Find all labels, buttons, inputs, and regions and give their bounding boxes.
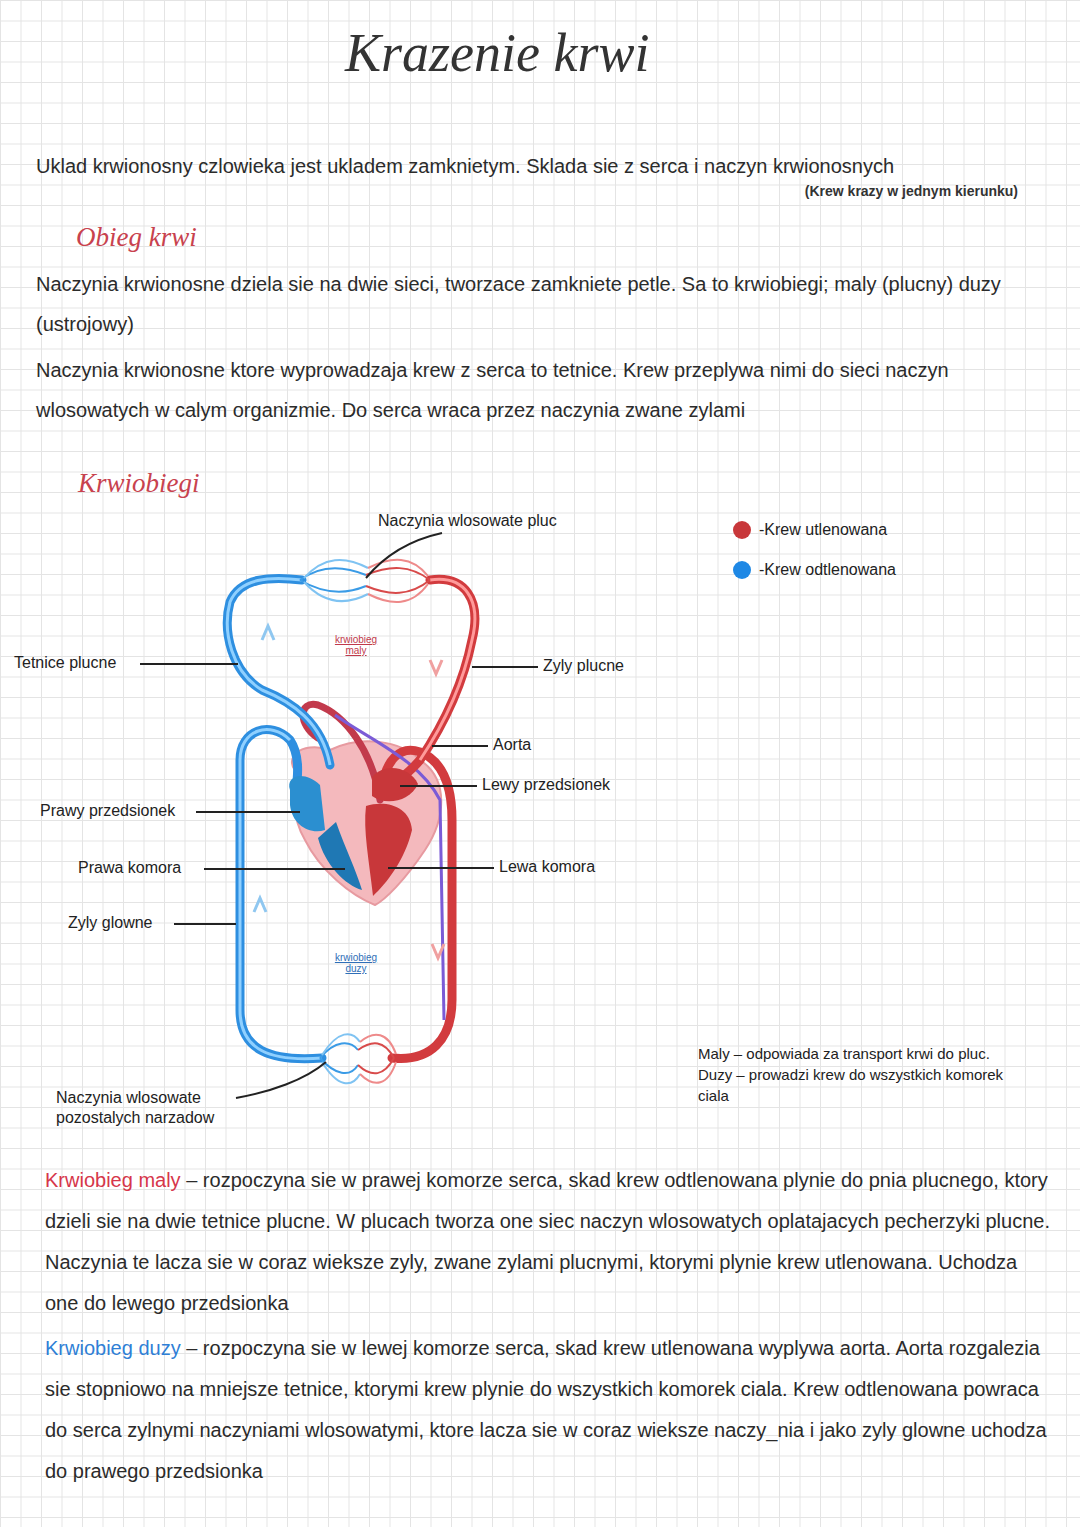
capillary [366,568,430,580]
capillary [358,1058,394,1073]
capillary [368,584,428,602]
legend-label: -Krew utlenowana [759,521,887,539]
capillary [300,580,366,592]
legend-swatch [733,521,751,539]
capillary [304,582,368,601]
right-atrium [289,776,325,831]
part-label: Lewy przedsionek [482,776,610,794]
capillary [322,1062,360,1083]
part-label: Zyly glowne [68,914,152,932]
part-label: Naczynia wlosowate pluc [378,512,557,530]
flow-arrow [262,626,274,640]
intro-text: Uklad krwionosny czlowieka jest ukladem … [36,146,1056,186]
part-label: Tetnice plucne [14,654,116,672]
part-label: Naczynia wlosowate pozostalych narzadow [56,1088,276,1128]
legend-entry: -Krew utlenowana [733,521,887,539]
note-text: Maly – odpowiada za transport krwi do pl… [698,1043,1028,1064]
loop-label: krwiobieg maly [326,634,386,656]
flow-arrow [432,944,444,958]
capillary [322,1034,360,1055]
page-title: Krazenie krwi [345,22,650,84]
note-text: Duzy – prowadzi krew do wszystkich komor… [698,1064,1028,1106]
loop-label: krwiobieg duzy [326,952,386,974]
legend-swatch [733,561,751,579]
pulmonary-vein [395,579,475,784]
pulmonary-artery-inner [227,578,330,765]
leader-line [366,533,442,578]
term-heading: Krwiobieg maly [45,1169,181,1191]
capillary [358,1043,394,1058]
leader-line [388,867,494,869]
capillary [304,560,368,578]
pulmonary-vein-inner [420,579,475,760]
leader-line [236,1062,326,1098]
leader-line [196,811,300,813]
body-text: Naczynia krwionosne ktore wyprowadzaja k… [36,350,1046,430]
term-heading: Krwiobieg duzy [45,1337,181,1359]
flow-arrow [430,660,442,674]
paragraph: Krwiobieg duzy – rozpoczyna sie w lewej … [45,1328,1055,1492]
part-label: Prawy przedsionek [40,802,175,820]
leader-line [140,663,238,665]
capillary [366,580,430,593]
section-heading: Obieg krwi [76,222,197,253]
leader-lines [140,533,538,1098]
part-label: Prawa komora [78,859,181,877]
body-text: Naczynia krwionosne dziela sie na dwie s… [36,264,1046,344]
capillary [320,1058,358,1073]
paragraph: Krwiobieg maly – rozpoczyna sie w prawej… [45,1160,1055,1324]
left-atrium [372,768,418,801]
definition-text: – rozpoczyna sie w prawej komorze serca,… [45,1169,1050,1314]
part-label: Lewa komora [499,858,595,876]
left-ventricle [365,804,412,896]
flow-arrow [254,898,266,912]
side-note: (Krew krazy w jednym kierunku) [620,183,1018,199]
part-label: Aorta [493,736,531,754]
right-ventricle [318,822,362,890]
capillary [300,568,366,580]
pulmonary-artery [227,578,330,765]
leader-line [204,868,345,870]
part-label: Zyly plucne [543,657,624,675]
explanation-block: Krwiobieg maly – rozpoczyna sie w prawej… [45,1160,1055,1496]
legend-entry: -Krew odtlenowana [733,561,896,579]
lung-capillaries [300,560,430,602]
section-heading: Krwiobiegi [78,468,200,499]
legend-label: -Krew odtlenowana [759,561,896,579]
leader-line [400,785,477,787]
leader-line [174,923,236,925]
definition-text: – rozpoczyna sie w lewej komorze serca, … [45,1337,1047,1482]
capillary [360,1062,396,1083]
capillary [360,1035,396,1054]
leader-line [432,745,488,747]
notes-block: Maly – odpowiada za transport krwi do pl… [698,1043,1028,1106]
body-capillaries [320,1034,396,1083]
leader-line [472,666,538,668]
capillary [368,560,428,576]
